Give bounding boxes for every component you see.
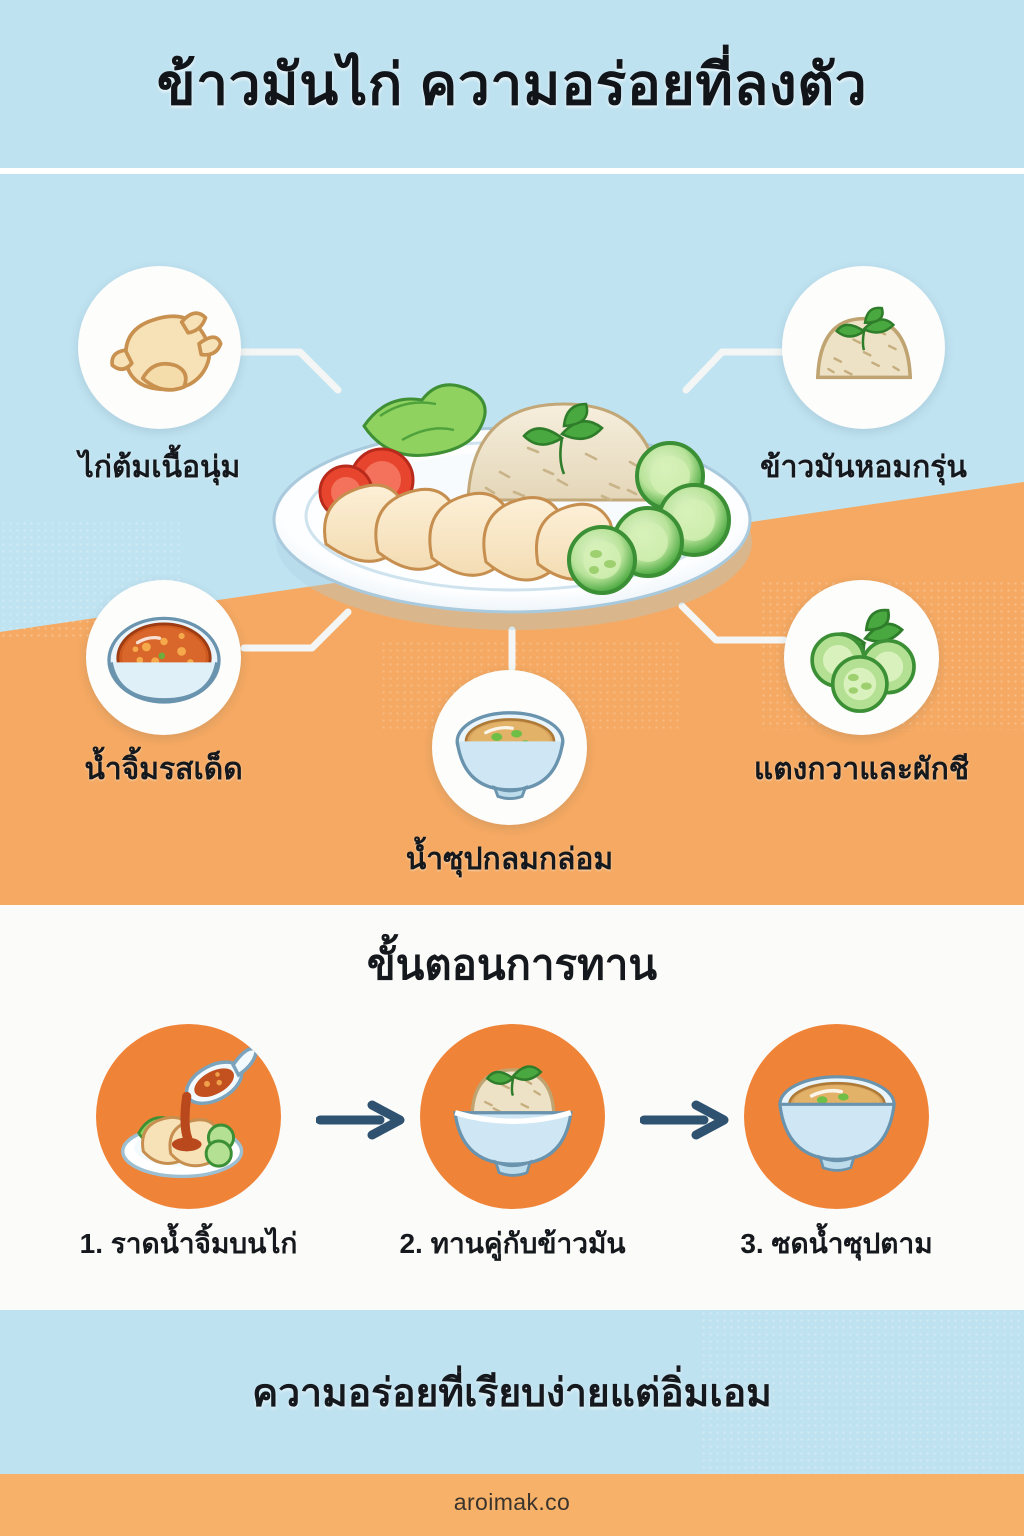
soup-bowl-icon <box>432 670 587 825</box>
feature-boiled-chicken: ไก่ต้มเนื้อนุ่ม <box>78 266 241 484</box>
feature-label: แตงกวาและผักชี <box>753 753 970 786</box>
step-item-1: 1. ราดน้ำจิ้มบนไก่ <box>80 1024 297 1259</box>
step-label: 3. ซดน้ำซุปตาม <box>740 1228 933 1259</box>
footer-tagline: ความอร่อยที่เรียบง่ายแต่อิ่มเอม <box>252 1372 772 1415</box>
feature-label: ข้าวมันหอมกรุ่น <box>760 451 967 484</box>
feature-dipping-sauce: น้ำจิ้มรสเด็ด <box>84 580 243 786</box>
arrow-right-icon <box>316 1100 405 1140</box>
spoon-pouring-sauce-icon <box>96 1024 281 1209</box>
step-label: 2. ทานคู่กับข้าวมัน <box>399 1228 626 1259</box>
footer-orange-band <box>0 1474 1024 1536</box>
feature-label: น้ำซุปกลมกล่อม <box>405 843 614 876</box>
site-name: aroimak.co <box>453 1489 571 1515</box>
step-item-3: 3. ซดน้ำซุปตาม <box>740 1024 933 1259</box>
feature-clear-soup: น้ำซุปกลมกล่อม <box>406 670 613 876</box>
feature-cucumber-herbs: แตงกวาและผักชี <box>754 580 969 786</box>
page-title: ข้าวมันไก่ ความอร่อยที่ลงตัว <box>156 53 868 117</box>
step-label: 1. ราดน้ำจิ้มบนไก่ <box>79 1228 298 1259</box>
cucumber-slices-icon <box>784 580 939 735</box>
tagline-blue-band <box>0 1310 1024 1474</box>
hero-dish-illustration <box>262 330 762 630</box>
rice-mound-icon <box>782 266 945 429</box>
whole-chicken-icon <box>78 266 241 429</box>
sauce-bowl-icon <box>86 580 241 735</box>
feature-label: น้ำจิ้มรสเด็ด <box>84 753 243 786</box>
steps-section-heading: ขั้นตอนการทาน <box>366 941 658 988</box>
rice-bowl-icon <box>420 1024 605 1209</box>
step-item-2: 2. ทานคู่กับข้าวมัน <box>399 1024 626 1259</box>
arrow-right-icon <box>640 1100 729 1140</box>
header-band <box>0 0 1024 168</box>
feature-label: ไก่ต้มเนื้อนุ่ม <box>78 451 241 484</box>
feature-fragrant-rice: ข้าวมันหอมกรุ่น <box>760 266 967 484</box>
soup-bowl-icon <box>744 1024 929 1209</box>
header-divider-rule <box>0 168 1024 174</box>
